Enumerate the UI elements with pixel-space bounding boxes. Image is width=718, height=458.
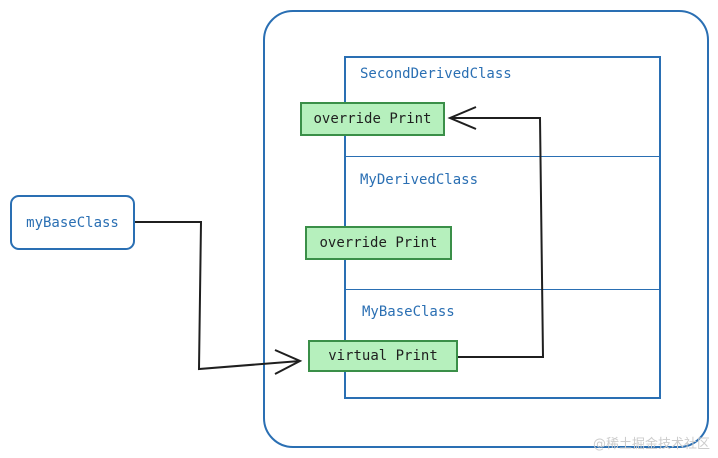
section-label-my-base-class: MyBaseClass <box>362 304 455 320</box>
method-box-my-base-virtual-print: virtual Print <box>308 340 458 372</box>
section-label-my-derived-class: MyDerivedClass <box>360 172 479 188</box>
watermark: @稀土掘金技术社区 <box>592 437 710 452</box>
reference-variable-box: myBaseClass <box>10 195 135 250</box>
section-label-second-derived-class: SecondDerivedClass <box>360 66 512 82</box>
section-divider <box>344 289 661 290</box>
method-box-my-derived-override-print: override Print <box>305 226 452 260</box>
method-box-second-derived-override-print: override Print <box>300 102 445 136</box>
section-divider <box>344 156 661 157</box>
